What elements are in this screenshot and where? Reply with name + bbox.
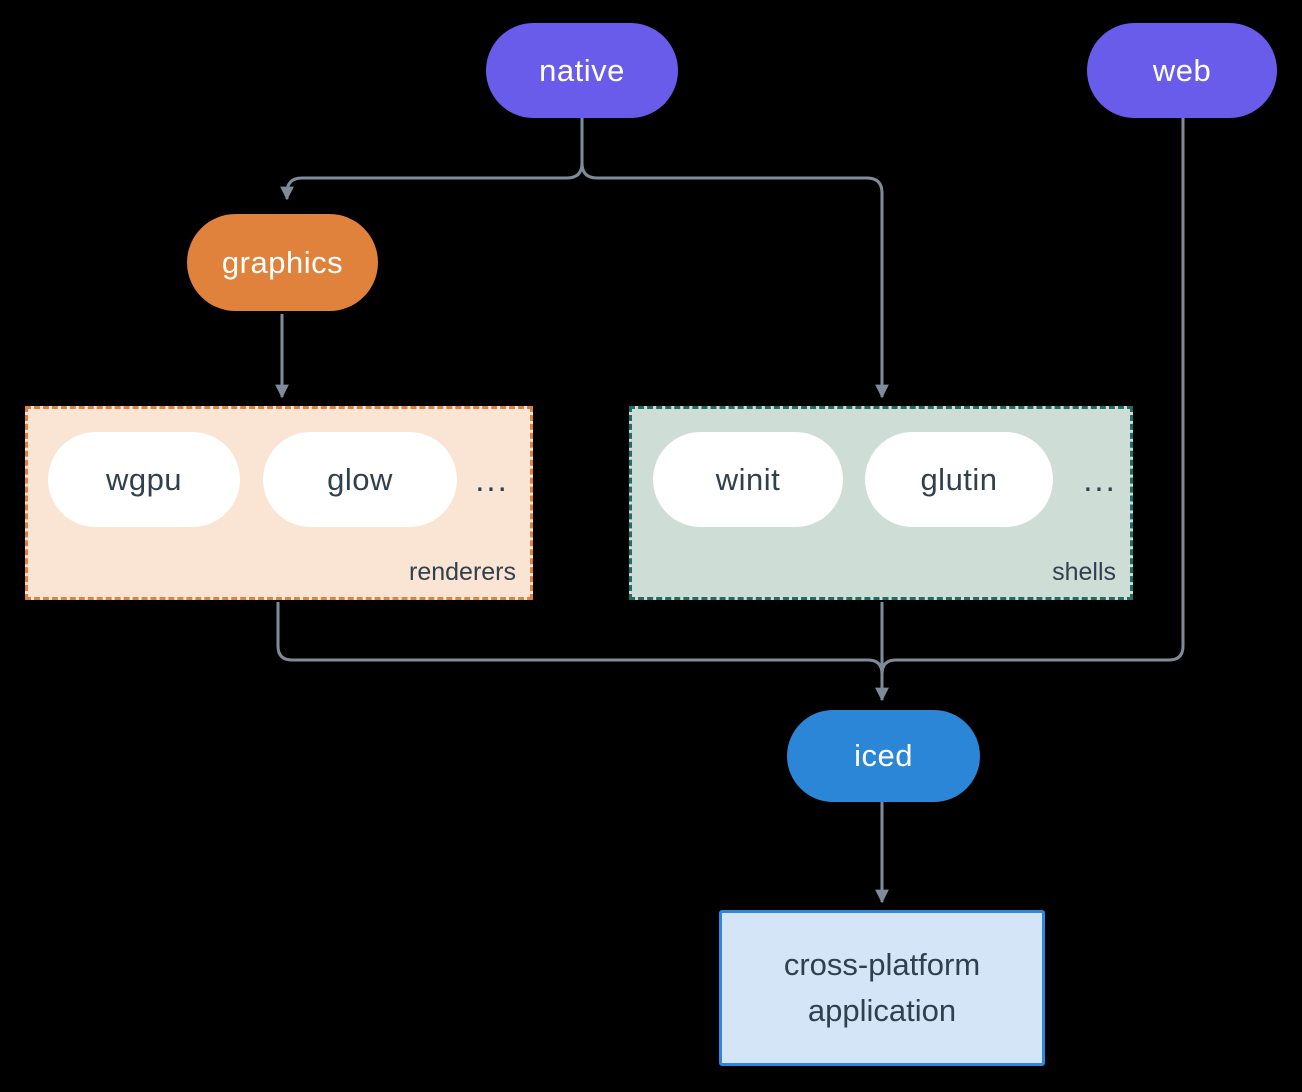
node-iced-label: iced — [854, 738, 913, 773]
edge-native-shells — [580, 162, 889, 399]
group-shells-label: shells — [1052, 558, 1116, 586]
pill-glow-label: glow — [327, 461, 393, 497]
application-box: cross-platform application — [719, 910, 1045, 1066]
group-renderers: wgpu glow ... renderers — [25, 406, 533, 600]
group-renderers-label: renderers — [409, 558, 516, 586]
edge-renderers-merge — [276, 602, 884, 675]
renderers-ellipsis: ... — [475, 460, 509, 498]
node-native-label: native — [539, 52, 625, 88]
node-iced: iced — [787, 710, 980, 802]
node-graphics: graphics — [187, 214, 378, 311]
pill-glow: glow — [263, 432, 457, 527]
application-line1: cross-platform — [783, 946, 981, 982]
group-shells: winit glutin ... shells — [629, 406, 1133, 600]
node-web-label: web — [1152, 52, 1212, 88]
node-web: web — [1087, 23, 1277, 118]
shells-ellipsis: ... — [1083, 460, 1117, 498]
edge-web-merge — [880, 118, 1185, 675]
edge-native-graphics — [280, 118, 584, 201]
node-graphics-label: graphics — [221, 244, 344, 280]
application-line2: application — [807, 993, 957, 1028]
pill-glutin-label: glutin — [920, 461, 998, 497]
pill-winit-label: winit — [715, 461, 781, 497]
pill-glutin: glutin — [865, 432, 1053, 527]
pill-winit: winit — [653, 432, 843, 527]
pill-wgpu-label: wgpu — [105, 461, 183, 497]
node-native: native — [486, 23, 678, 118]
pill-wgpu: wgpu — [48, 432, 240, 527]
